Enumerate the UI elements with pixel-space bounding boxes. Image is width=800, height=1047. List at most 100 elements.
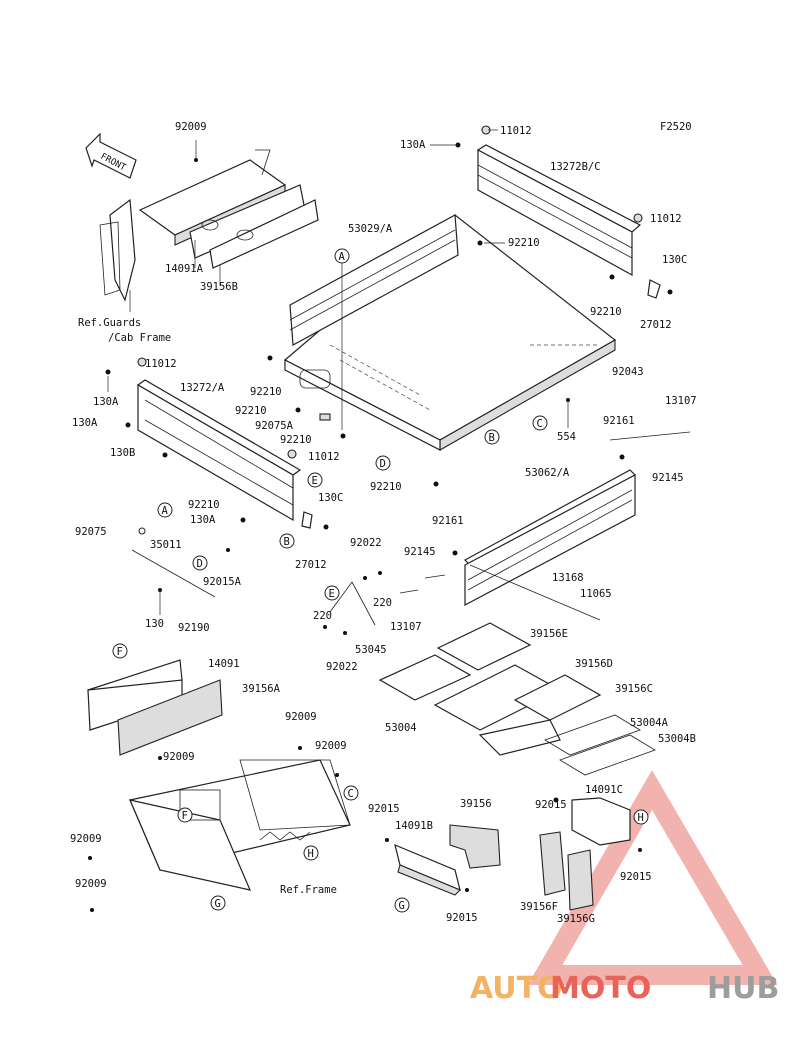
label-92210-d: 92210 bbox=[235, 405, 267, 417]
watermark-moto: MOTO bbox=[550, 971, 651, 1006]
svg-text:G: G bbox=[215, 898, 221, 910]
label-13107-top: 13107 bbox=[665, 395, 697, 407]
label-130: 130 bbox=[145, 618, 164, 630]
label-39156: 39156 bbox=[460, 798, 492, 810]
label-92210-b: 92210 bbox=[590, 306, 622, 318]
callout-A-left: A bbox=[157, 502, 173, 518]
label-27012-top: 27012 bbox=[640, 319, 672, 331]
svg-text:E: E bbox=[312, 475, 318, 487]
label-11065: 11065 bbox=[580, 588, 612, 600]
latch-rod bbox=[131, 527, 230, 615]
label-130A-mid: 130A bbox=[190, 514, 216, 526]
callout-H-part: H bbox=[633, 809, 649, 825]
label-92210-c: 92210 bbox=[250, 386, 282, 398]
label-53062A: 53062/A bbox=[525, 467, 570, 479]
ref-frame-label: Ref.Frame bbox=[280, 884, 337, 896]
label-92022-a: 92022 bbox=[350, 537, 382, 549]
label-11012-right: 11012 bbox=[650, 213, 682, 225]
callout-F-top: F bbox=[112, 643, 128, 659]
floor-mats bbox=[378, 622, 656, 776]
svg-text:A: A bbox=[339, 251, 346, 263]
label-92043: 92043 bbox=[612, 366, 644, 378]
label-39156C: 39156C bbox=[615, 683, 653, 695]
label-11012-left: 11012 bbox=[145, 358, 177, 370]
svg-text:B: B bbox=[284, 536, 290, 548]
callout-C-right: C bbox=[532, 415, 548, 431]
callout-G-frame: G bbox=[210, 895, 226, 911]
label-92210-g: 92210 bbox=[370, 481, 402, 493]
label-130C-top: 130C bbox=[662, 254, 687, 266]
ref-guards-line2: /Cab Frame bbox=[108, 332, 171, 344]
label-39156A: 39156A bbox=[242, 683, 281, 695]
label-92009-top: 92009 bbox=[175, 121, 207, 133]
side-panels-14091 bbox=[87, 659, 223, 756]
label-53004A: 53004A bbox=[630, 717, 669, 729]
svg-text:D: D bbox=[380, 458, 386, 470]
label-13107-mid: 13107 bbox=[390, 621, 422, 633]
label-92015-a: 92015 bbox=[368, 803, 400, 815]
ref-guards-line1: Ref.Guards bbox=[78, 317, 141, 329]
callout-C-frame: C bbox=[343, 785, 359, 801]
callout-E-mid: E bbox=[307, 472, 323, 488]
label-11012-mid: 11012 bbox=[308, 451, 340, 463]
callout-B-mid: B bbox=[279, 533, 295, 549]
label-92145-top: 92145 bbox=[652, 472, 684, 484]
label-554: 554 bbox=[557, 431, 576, 443]
svg-text:C: C bbox=[348, 788, 354, 800]
svg-text:D: D bbox=[197, 558, 203, 570]
label-92009-d: 92009 bbox=[70, 833, 102, 845]
label-14091: 14091 bbox=[208, 658, 240, 670]
callout-D-top: D bbox=[375, 455, 391, 471]
side-rail-left bbox=[105, 357, 329, 530]
label-53045: 53045 bbox=[355, 644, 387, 656]
watermark-triangle bbox=[527, 770, 778, 985]
label-11012-top: 11012 bbox=[500, 125, 532, 137]
svg-text:C: C bbox=[537, 418, 543, 430]
label-14091B: 14091B bbox=[395, 820, 433, 832]
label-130C-mid: 130C bbox=[318, 492, 343, 504]
label-92009-b: 92009 bbox=[315, 740, 347, 752]
svg-text:H: H bbox=[308, 848, 314, 860]
label-92161-top: 92161 bbox=[603, 415, 635, 427]
label-92015-d: 92015 bbox=[620, 871, 652, 883]
callout-D-mid: D bbox=[192, 555, 208, 571]
svg-text:F: F bbox=[182, 810, 188, 822]
label-39156B: 39156B bbox=[200, 281, 238, 293]
label-130A-l2: 130A bbox=[72, 417, 98, 429]
svg-text:A: A bbox=[162, 505, 169, 517]
label-14091A: 14091A bbox=[165, 263, 204, 275]
watermark-auto: AUTO bbox=[470, 971, 563, 1006]
callout-G-part: G bbox=[394, 897, 410, 913]
front-arrow: FRONT bbox=[85, 132, 137, 179]
callout-A-top: A bbox=[334, 248, 350, 430]
callout-H-frame: H bbox=[303, 845, 319, 861]
linkage-53045 bbox=[323, 571, 382, 635]
panel-14091B bbox=[385, 824, 501, 896]
label-39156E: 39156E bbox=[530, 628, 568, 640]
label-92015-c: 92015 bbox=[535, 799, 567, 811]
callout-E-low: E bbox=[324, 585, 340, 601]
label-130B: 130B bbox=[110, 447, 135, 459]
label-92075: 92075 bbox=[75, 526, 107, 538]
label-27012-mid: 27012 bbox=[295, 559, 327, 571]
svg-text:G: G bbox=[399, 900, 405, 912]
label-13168: 13168 bbox=[552, 572, 584, 584]
ref-frame bbox=[88, 746, 351, 912]
tailgate bbox=[399, 431, 691, 621]
watermark: AUTO MOTO HUB bbox=[470, 770, 779, 1006]
svg-text:E: E bbox=[329, 588, 335, 600]
svg-text:F: F bbox=[117, 646, 123, 658]
side-rail-right bbox=[455, 125, 673, 299]
label-35011: 35011 bbox=[150, 539, 182, 551]
label-92015A: 92015A bbox=[203, 576, 242, 588]
figure-code: F2520 bbox=[660, 121, 692, 133]
label-53004: 53004 bbox=[385, 722, 417, 734]
svg-text:B: B bbox=[489, 432, 495, 444]
callout-B-right: B bbox=[484, 429, 500, 445]
label-92009-a: 92009 bbox=[285, 711, 317, 723]
label-130A-top: 130A bbox=[400, 139, 426, 151]
label-92075A: 92075A bbox=[255, 420, 294, 432]
label-92009-e: 92009 bbox=[75, 878, 107, 890]
label-92022-b: 92022 bbox=[326, 661, 358, 673]
